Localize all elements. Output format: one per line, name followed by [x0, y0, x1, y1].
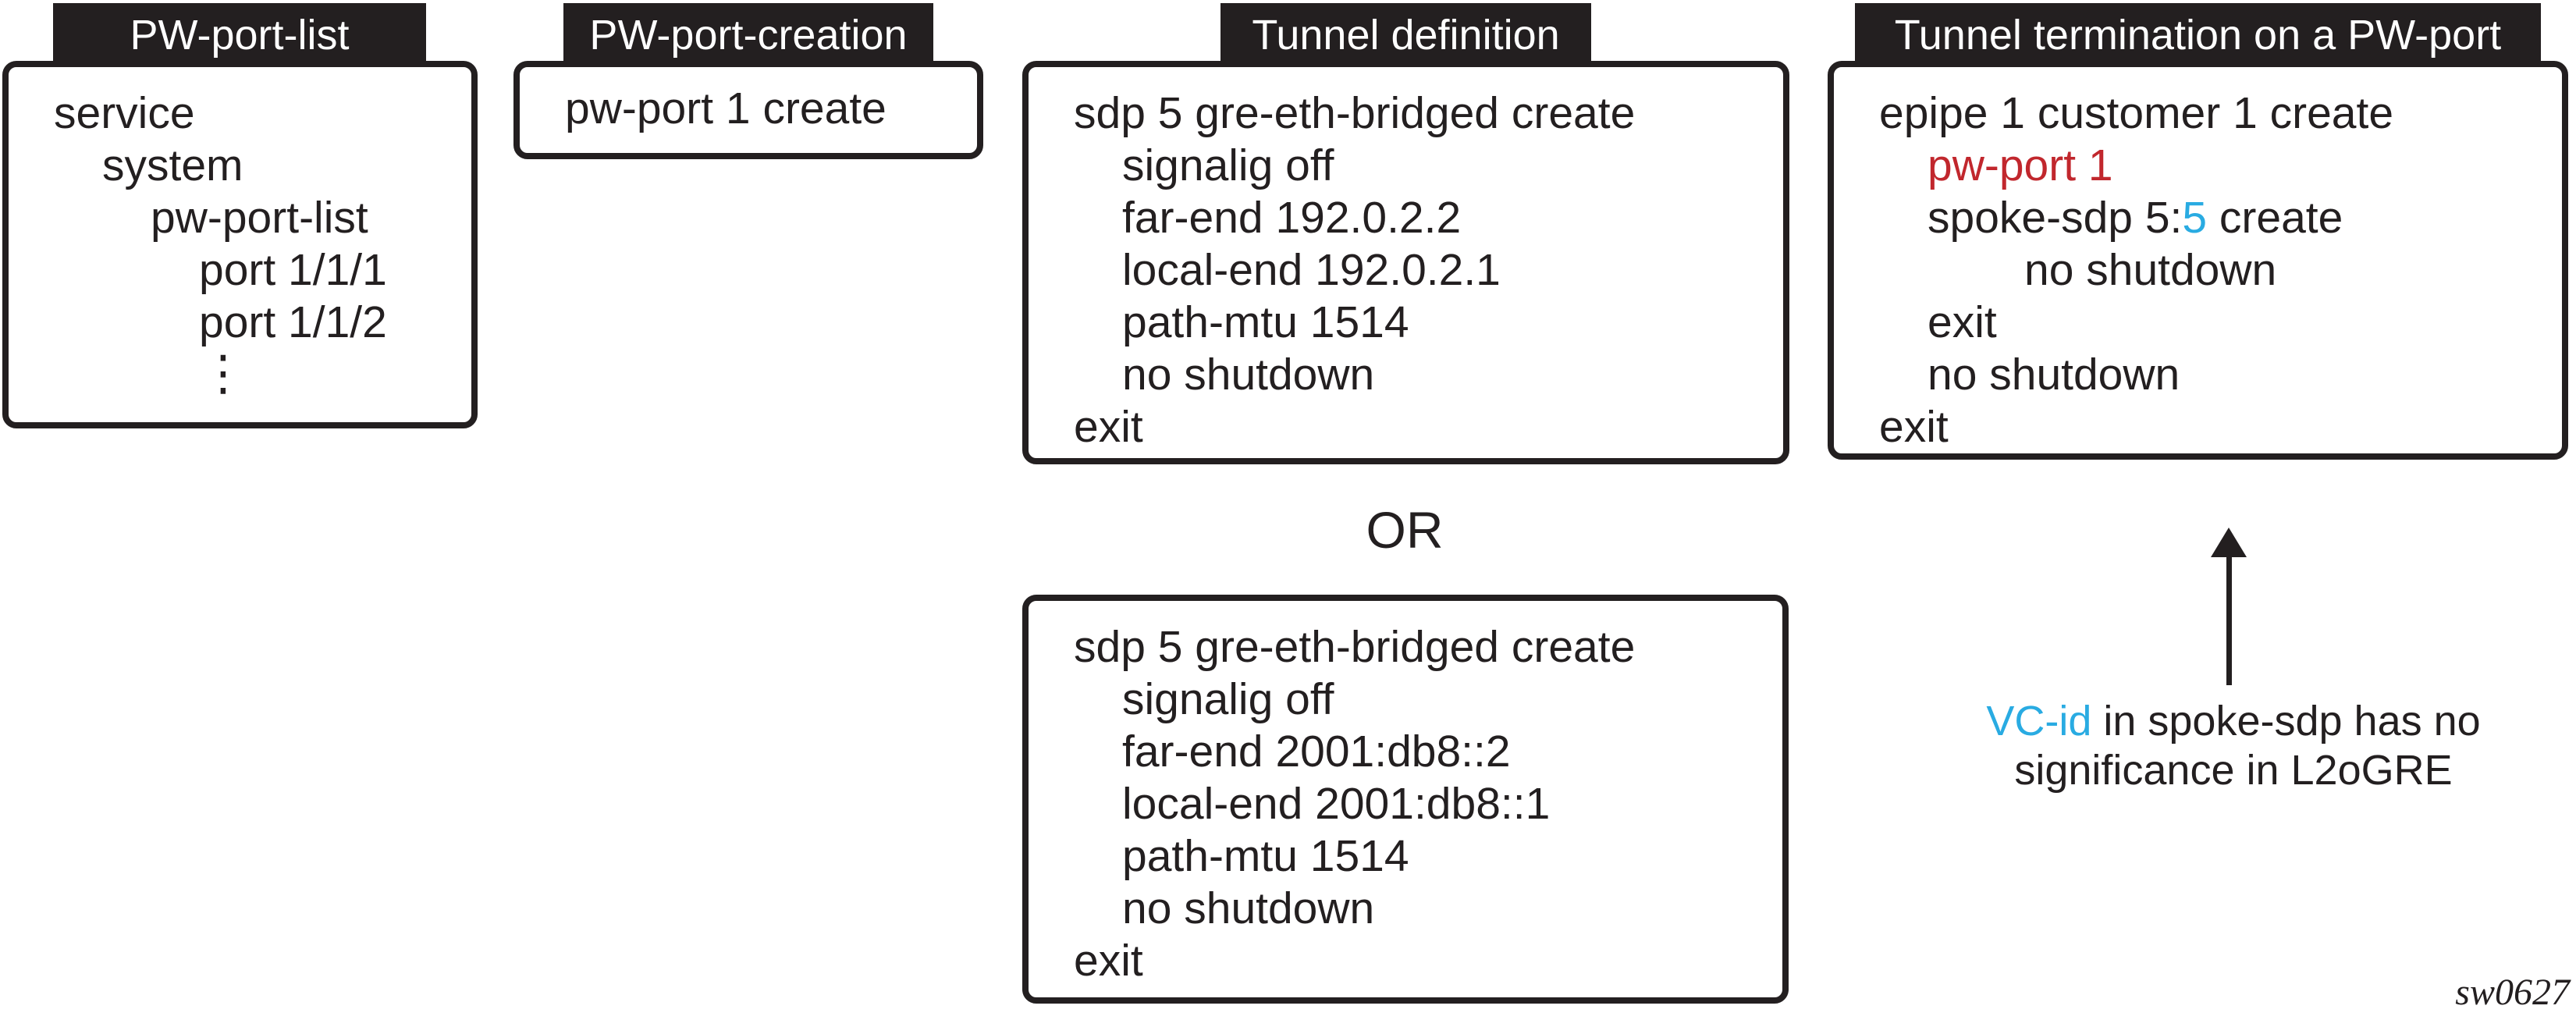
tab-tunnel-termination-label: Tunnel termination on a PW-port	[1894, 12, 2502, 59]
text-segment: no shutdown	[1122, 350, 1375, 400]
tab-pw-port-creation-label: PW-port-creation	[589, 12, 908, 59]
or-label: OR	[1366, 501, 1444, 559]
code-line: no shutdown	[2024, 244, 2546, 297]
text-segment: in spoke-sdp has no	[2091, 698, 2481, 744]
arrowhead-icon	[2211, 528, 2247, 557]
highlighted-text-cyan: 5	[2182, 193, 2208, 243]
text-segment: far-end 2001:db8::2	[1122, 727, 1511, 776]
text-segment: pw-port-list	[151, 193, 368, 243]
text-segment: exit	[1928, 297, 1997, 347]
code-line: local-end 2001:db8::1	[1122, 778, 1767, 830]
arrow-shaft	[2226, 554, 2232, 685]
tab-pw-port-creation: PW-port-creation	[563, 3, 933, 67]
text-segment: exit	[1074, 402, 1143, 452]
text-segment: system	[102, 140, 243, 190]
text-segment: exit	[1879, 402, 1949, 452]
tab-pw-port-list: PW-port-list	[53, 3, 426, 67]
text-segment: no shutdown	[2024, 245, 2277, 295]
code-line: exit	[1074, 401, 1768, 453]
text-segment: local-end 2001:db8::1	[1122, 779, 1551, 829]
text-segment: pw-port 1 create	[565, 84, 886, 133]
text-segment: signalig off	[1122, 140, 1334, 190]
vc-id-note-line1: VC-id in spoke-sdp has no	[1986, 697, 2480, 746]
text-segment: sdp 5 gre-eth-bridged create	[1074, 88, 1636, 138]
code-line: service	[54, 87, 456, 140]
text-segment: port 1/1/1	[199, 245, 387, 295]
text-segment: service	[54, 88, 195, 138]
text-segment: no shutdown	[1122, 883, 1375, 933]
code-line: port 1/1/2	[199, 297, 456, 349]
highlighted-text-cyan: VC-id	[1986, 698, 2092, 744]
text-segment: exit	[1074, 936, 1143, 986]
tab-tunnel-termination: Tunnel termination on a PW-port	[1855, 3, 2541, 67]
text-segment: epipe 1 customer 1 create	[1879, 88, 2394, 138]
text-segment: signalig off	[1122, 674, 1334, 724]
text-segment: far-end 192.0.2.2	[1122, 193, 1462, 243]
code-line: local-end 192.0.2.1	[1122, 244, 1768, 297]
code-line: no shutdown	[1928, 349, 2546, 401]
code-line: pw-port 1 create	[565, 83, 961, 135]
text-segment: create	[2207, 193, 2343, 243]
code-line: path-mtu 1514	[1122, 297, 1768, 349]
code-line: exit	[1074, 935, 1767, 987]
vc-id-note-line2: significance in L2oGRE	[2014, 747, 2453, 794]
text-segment: no shutdown	[1928, 350, 2180, 400]
code-line: ⋮	[199, 349, 456, 397]
text-segment: ⋮	[199, 344, 247, 401]
code-line: exit	[1928, 297, 2546, 349]
text-segment: local-end 192.0.2.1	[1122, 245, 1501, 295]
tab-tunnel-definition-label: Tunnel definition	[1252, 12, 1560, 59]
code-line: path-mtu 1514	[1122, 830, 1767, 883]
code-line: pw-port 1	[1928, 140, 2546, 192]
text-segment: sdp 5 gre-eth-bridged create	[1074, 622, 1636, 672]
code-line: far-end 2001:db8::2	[1122, 726, 1767, 778]
figure-id-watermark: sw0627	[2455, 972, 2570, 1013]
code-line: epipe 1 customer 1 create	[1879, 87, 2546, 140]
code-line: sdp 5 gre-eth-bridged create	[1074, 621, 1767, 673]
code-line: far-end 192.0.2.2	[1122, 192, 1768, 244]
code-line: sdp 5 gre-eth-bridged create	[1074, 87, 1768, 140]
highlighted-text-red: pw-port 1	[1928, 140, 2113, 190]
code-line: spoke-sdp 5:5 create	[1928, 192, 2546, 244]
code-line: system	[102, 140, 456, 192]
text-segment: path-mtu 1514	[1122, 831, 1409, 881]
code-line: no shutdown	[1122, 883, 1767, 935]
tab-pw-port-list-label: PW-port-list	[130, 12, 350, 59]
code-line: no shutdown	[1122, 349, 1768, 401]
text-segment: spoke-sdp 5:	[1928, 193, 2183, 243]
text-segment: path-mtu 1514	[1122, 297, 1409, 347]
tab-tunnel-definition: Tunnel definition	[1220, 3, 1591, 67]
code-line: exit	[1879, 401, 2546, 453]
code-line: signalig off	[1122, 673, 1767, 726]
code-line: port 1/1/1	[199, 244, 456, 297]
vc-id-note: VC-id in spoke-sdp has no significance i…	[1986, 697, 2480, 795]
code-line: pw-port-list	[151, 192, 456, 244]
text-segment: port 1/1/2	[199, 297, 387, 347]
code-box-pw-port-creation: pw-port 1 create	[513, 61, 983, 159]
code-line: signalig off	[1122, 140, 1768, 192]
